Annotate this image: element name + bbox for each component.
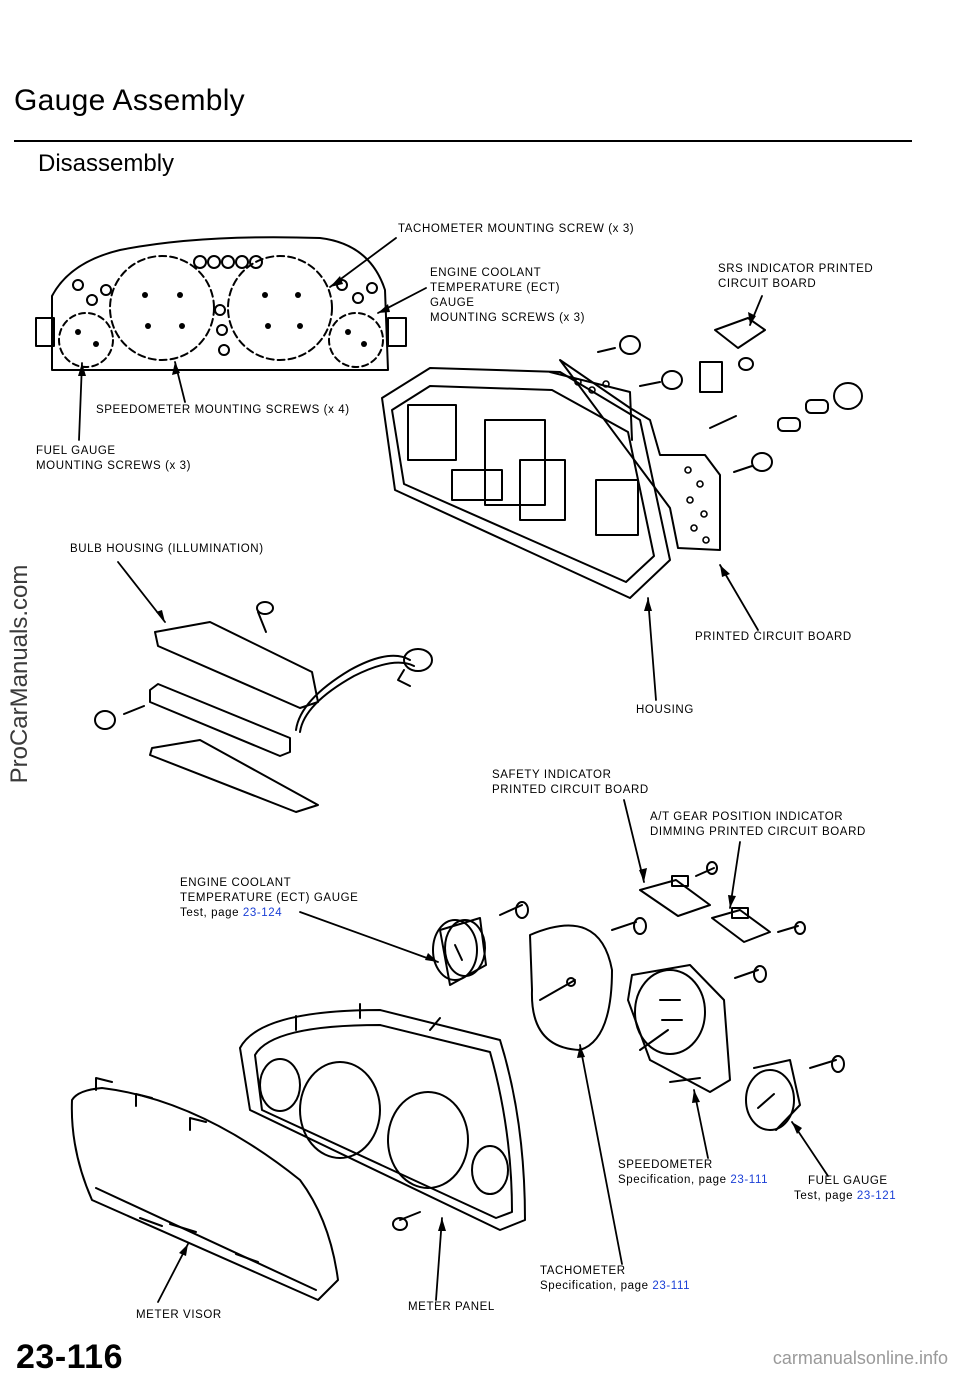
safety-indicator-board [639,861,718,917]
bulb-housing-assembly [94,601,433,813]
label-srs-indicator-board: SRS INDICATOR PRINTED CIRCUIT BOARD [718,262,873,292]
label-line: FUEL GAUGE [808,1175,888,1187]
label-housing: HOUSING [636,704,694,716]
label-tachometer-mounting-screw: TACHOMETER MOUNTING SCREW (x 3) [398,223,635,235]
page-title: Gauge Assembly [14,84,245,117]
printed-circuit-board-shape [559,359,721,551]
label-line: MOUNTING SCREWS (x 3) [430,312,586,324]
leader-lines [78,237,829,1303]
tachometer-gauge [529,917,647,1051]
label-tachometer: TACHOMETER Specification, page 23-111 [540,1264,690,1294]
at-gear-dimming-board [711,907,806,943]
label-speedometer-mounting-screws: SPEEDOMETER MOUNTING SCREWS (x 4) [96,404,350,416]
label-fuel-gauge: FUEL GAUGE Test, page 23-121 [794,1174,896,1204]
bulbs-and-screws [597,317,863,473]
label-line: DIMMING PRINTED CIRCUIT BOARD [650,826,866,838]
fuel-gauge [745,1055,845,1131]
ref-prefix: Test, page [180,907,243,919]
label-line: TACHOMETER [540,1265,626,1277]
page-number: 23-116 [16,1338,123,1376]
speedometer-page-link[interactable]: 23-111 [730,1174,769,1186]
label-line: CIRCUIT BOARD [718,278,817,290]
label-meter-panel: METER PANEL [408,1301,495,1313]
meter-panel [239,1003,526,1231]
label-line: Specification, page 23-111 [540,1279,690,1294]
ect-gauge [432,901,529,986]
label-line: ENGINE COOLANT [430,267,542,279]
label-safety-indicator-board: SAFETY INDICATOR PRINTED CIRCUIT BOARD [492,768,649,798]
fuel-gauge-page-link[interactable]: 23-121 [856,1190,897,1202]
label-line: Test, page 23-124 [180,906,358,921]
label-ect-gauge-mounting-screws: ENGINE COOLANT TEMPERATURE (ECT) GAUGE M… [430,266,585,326]
watermark-left: ProCarManuals.com [6,564,33,784]
label-line: ENGINE COOLANT [180,877,292,889]
label-line: TEMPERATURE (ECT) GAUGE [180,892,359,904]
tachometer-page-link[interactable]: 23-111 [652,1280,691,1292]
ect-gauge-page-link[interactable]: 23-124 [242,907,283,919]
label-speedometer: SPEEDOMETER Specification, page 23-111 [618,1158,768,1188]
label-line: PRINTED CIRCUIT BOARD [492,784,649,796]
label-line: SAFETY INDICATOR [492,769,612,781]
label-line: MOUNTING SCREWS (x 3) [36,460,192,472]
label-line: A/T GEAR POSITION INDICATOR [650,811,844,823]
label-line: FUEL GAUGE [36,445,116,457]
watermark-bottom: carmanualsonline.info [772,1348,948,1368]
label-bulb-housing: BULB HOUSING (ILLUMINATION) [70,543,264,555]
ref-prefix: Test, page [794,1190,857,1202]
title-rule [14,140,912,142]
section-subtitle: Disassembly [38,150,175,177]
label-line: Specification, page 23-111 [618,1173,768,1188]
label-ect-gauge: ENGINE COOLANT TEMPERATURE (ECT) GAUGE T… [180,876,358,921]
gauge-cluster-front-view [35,236,407,371]
label-line: TEMPERATURE (ECT) [430,282,561,294]
ref-prefix: Specification, page [618,1174,731,1186]
label-line: GAUGE [430,297,475,309]
label-printed-circuit-board: PRINTED CIRCUIT BOARD [695,631,852,643]
meter-visor [70,1077,339,1301]
housing-assembly [381,367,671,599]
label-line: Test, page 23-121 [794,1189,896,1204]
label-line: SPEEDOMETER [618,1159,713,1171]
ref-prefix: Specification, page [540,1280,653,1292]
label-meter-visor: METER VISOR [136,1309,222,1321]
label-at-gear-dimming-board: A/T GEAR POSITION INDICATOR DIMMING PRIN… [650,810,866,840]
label-fuel-gauge-mounting-screws: FUEL GAUGE MOUNTING SCREWS (x 3) [36,444,191,474]
speedometer-gauge [627,964,767,1093]
label-line: SRS INDICATOR PRINTED [718,263,874,275]
